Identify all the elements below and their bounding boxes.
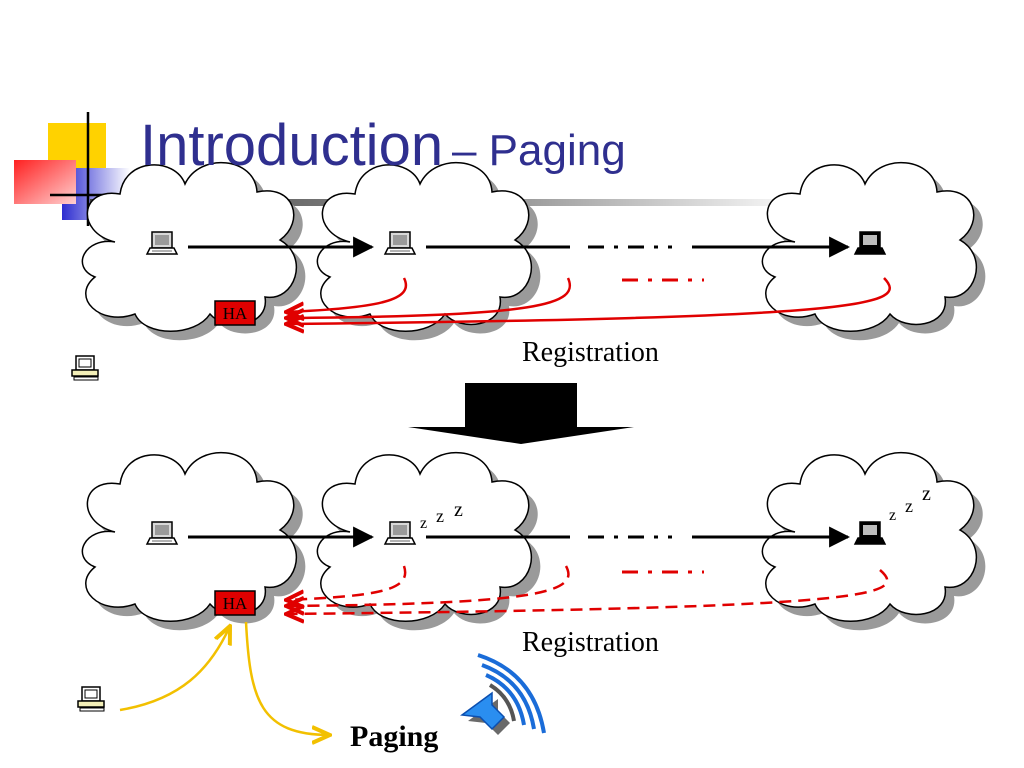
registration-path [286, 277, 891, 324]
registration-path [286, 565, 570, 606]
paging-broadcast-icon [460, 653, 546, 735]
registration-path [286, 277, 572, 318]
registration-caption: Registration [522, 337, 659, 368]
sleep-z: z [454, 499, 463, 521]
desktop-computer-icon [77, 686, 105, 712]
ha-label: HA [223, 594, 248, 613]
sleep-z: z [420, 515, 427, 532]
laptop-icon [146, 231, 178, 255]
laptop-icon [854, 521, 886, 545]
sleep-z: z [922, 483, 931, 505]
paging-request-path [119, 626, 230, 712]
title-subtitle: – Paging [451, 126, 626, 175]
sleep-z: z [905, 496, 913, 516]
ha-box [214, 300, 256, 326]
laptop-icon [146, 521, 178, 545]
cloud-home [81, 451, 306, 631]
desktop-computer-icon [71, 355, 99, 381]
cloud-middle [316, 161, 541, 341]
sleep-z: z [889, 507, 896, 524]
laptop-icon [854, 231, 886, 255]
paging-path [244, 621, 330, 735]
slide-title: Introduction – Paging [140, 112, 626, 179]
top-diagram: HA Registration [71, 161, 986, 381]
registration-caption: Registration [522, 627, 659, 658]
ha-box [214, 590, 256, 616]
title-main: Introduction [140, 113, 444, 178]
registration-path [286, 277, 408, 312]
registration-path [286, 565, 407, 600]
laptop-icon [384, 231, 416, 255]
paging-label: Paging [350, 720, 438, 753]
transition-arrow [408, 383, 634, 444]
sleep-z: z [436, 506, 444, 526]
ha-label: HA [223, 304, 248, 323]
bottom-diagram: z z z z z z HA Registration Paging [77, 451, 986, 753]
laptop-icon [384, 521, 416, 545]
registration-path [286, 569, 889, 614]
